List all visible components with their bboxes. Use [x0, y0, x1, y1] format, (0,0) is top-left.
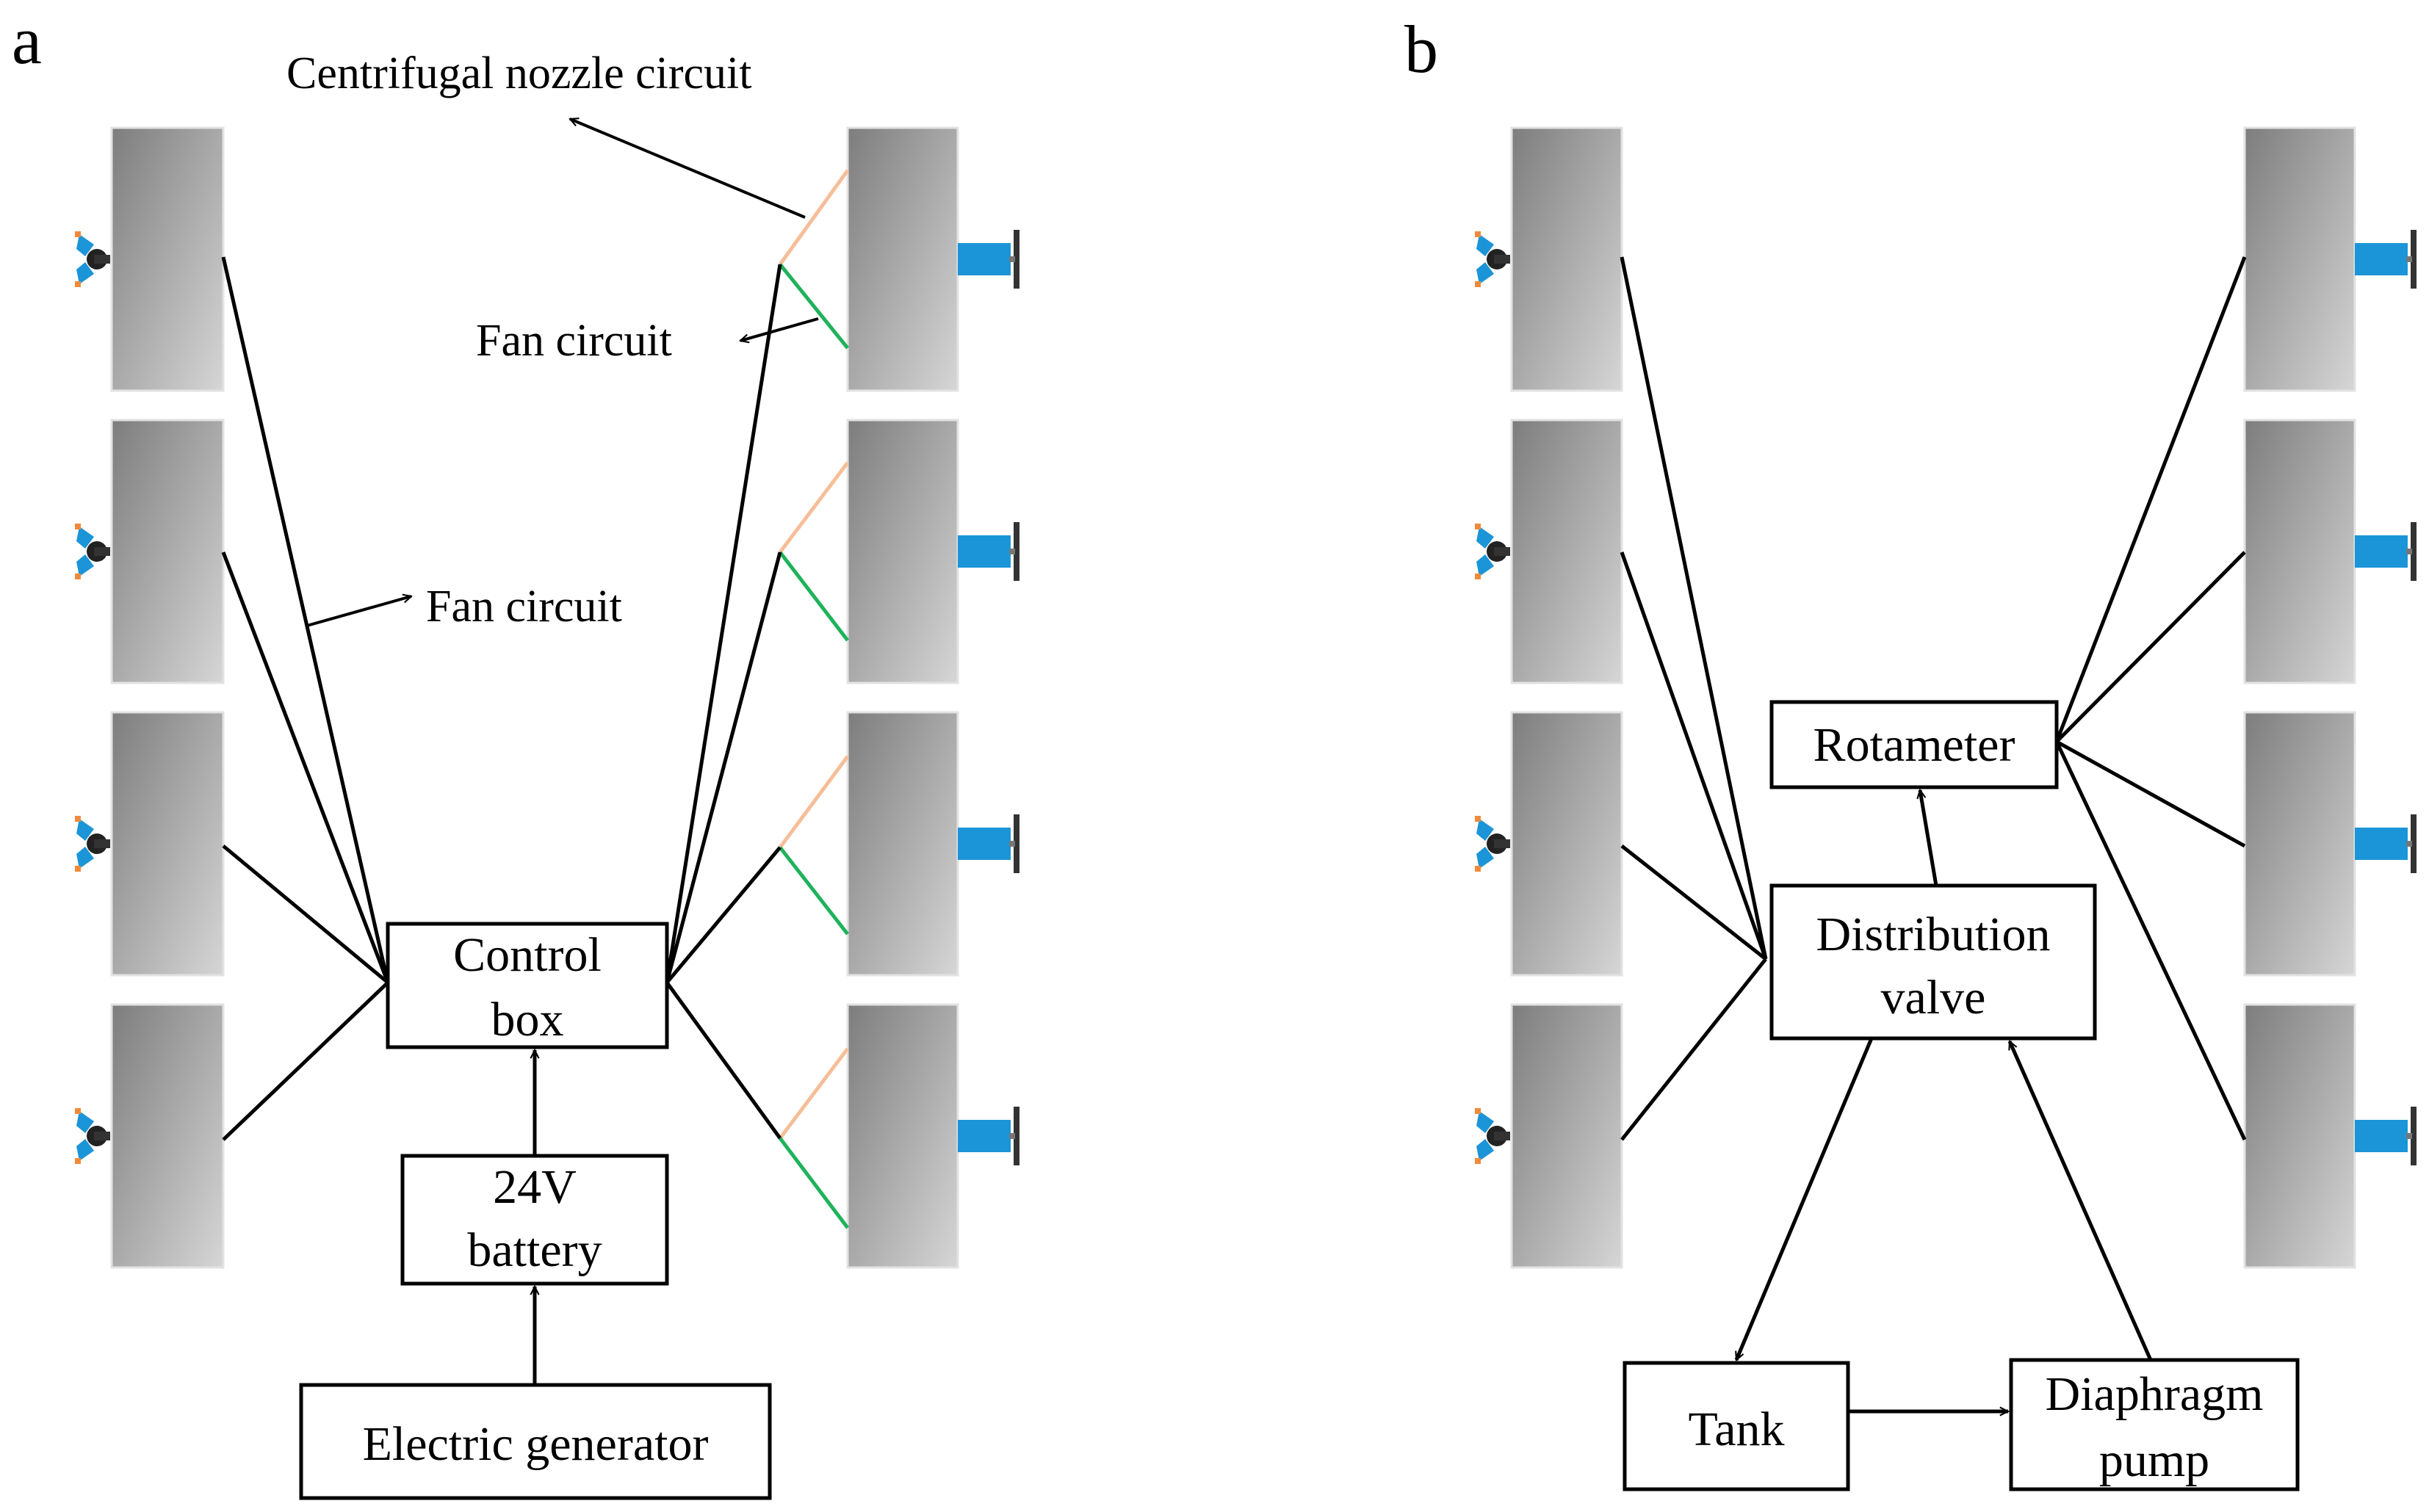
fan-wire — [779, 1137, 849, 1229]
rotameter-box: Rotameter — [1769, 700, 2059, 789]
air-unit — [846, 126, 959, 392]
rotameter-line-1: Rotameter — [1813, 718, 2015, 772]
centrifugal-nozzle-icon — [1475, 816, 1510, 872]
tank-box: Tank — [1623, 1361, 1850, 1491]
fan-circuit-label-right: Fan circuit — [476, 316, 672, 366]
fan-circuit-arrow-left — [306, 596, 411, 627]
fan-icon — [2355, 1107, 2417, 1165]
air-unit — [2243, 711, 2356, 977]
centrifugal-nozzle-icon — [1475, 524, 1510, 579]
centrifugal-nozzle-icon — [75, 1108, 110, 1164]
fan-circuit-label-left: Fan circuit — [426, 582, 622, 632]
air-unit — [110, 1003, 225, 1269]
fan-wire — [779, 263, 849, 350]
fan-icon — [958, 230, 1019, 289]
air-unit — [846, 419, 959, 684]
centrifugal-nozzle-icon — [75, 524, 110, 579]
nozzle-wire — [779, 1047, 849, 1140]
panel-b-left-units — [1475, 126, 1623, 1269]
air-unit — [2243, 419, 2356, 684]
distribution-valve-line-2: valve — [1881, 971, 1986, 1024]
distribution-valve-box: Distribution valve — [1769, 883, 2097, 1041]
valve-to-rotameter-arrow — [1920, 790, 1938, 886]
air-unit — [110, 711, 225, 977]
tank-line-1: Tank — [1688, 1403, 1784, 1456]
generator-box: Electric generator — [299, 1383, 772, 1500]
panel-a-letter: a — [12, 3, 42, 78]
centrifugal-nozzle-icon — [75, 816, 110, 872]
panel-b-letter: b — [1404, 12, 1438, 87]
panel-b-pipes — [1620, 256, 2247, 1141]
battery-box: 24V battery — [400, 1154, 669, 1286]
nozzle-circuit-arrow — [570, 119, 806, 219]
panel-a-unit-wires — [778, 169, 850, 1229]
panel-b-right-units — [2243, 126, 2417, 1269]
diaphragm-pump-line-1: Diaphragm — [2046, 1367, 2264, 1421]
air-unit — [846, 1003, 959, 1269]
fan-icon — [2355, 230, 2417, 289]
battery-line-2: battery — [467, 1223, 602, 1277]
air-unit — [1510, 419, 1623, 684]
air-unit — [2243, 1003, 2356, 1269]
panel-b-flow-arrows — [1734, 790, 2153, 1411]
panel-a-right-units — [846, 126, 1019, 1269]
air-unit — [2243, 126, 2356, 392]
diaphragm-pump-box: Diaphragm pump — [2009, 1358, 2300, 1491]
air-unit — [1510, 126, 1623, 392]
air-unit — [1510, 711, 1623, 977]
valve-to-tank-arrow — [1734, 1038, 1874, 1360]
air-unit — [110, 126, 225, 392]
generator-line-1: Electric generator — [363, 1417, 709, 1471]
fan-icon — [2355, 814, 2417, 873]
fan-wire — [779, 846, 849, 936]
centrifugal-nozzle-icon — [1475, 231, 1510, 287]
control-box-line-1: Control — [453, 928, 602, 982]
nozzle-wire — [779, 461, 849, 554]
panel-a-annotation-arrows — [306, 119, 819, 627]
fan-icon — [958, 1107, 1019, 1165]
distribution-valve-line-1: Distribution — [1816, 908, 2050, 961]
panel-a-left-units — [75, 126, 225, 1269]
air-unit — [846, 711, 959, 977]
fan-icon — [2355, 522, 2417, 581]
diaphragm-pump-line-2: pump — [2099, 1433, 2209, 1487]
nozzle-wire — [778, 755, 850, 849]
fan-circuit-arrow-right — [740, 317, 819, 341]
panel-a-control-wires — [221, 256, 782, 1141]
centrifugal-nozzle-icon — [1475, 1108, 1510, 1164]
fan-icon — [958, 814, 1019, 873]
nozzle-circuit-label: Centrifugal nozzle circuit — [286, 48, 752, 98]
air-unit — [110, 419, 225, 684]
control-box-line-2: box — [491, 993, 564, 1046]
fan-wire — [779, 551, 849, 642]
pump-to-valve-arrow — [2007, 1041, 2153, 1361]
battery-line-1: 24V — [493, 1160, 577, 1214]
control-box: Control box — [386, 922, 669, 1049]
air-unit — [1510, 1003, 1623, 1269]
fan-icon — [958, 522, 1019, 581]
nozzle-wire — [778, 169, 850, 266]
centrifugal-nozzle-icon — [75, 231, 110, 287]
